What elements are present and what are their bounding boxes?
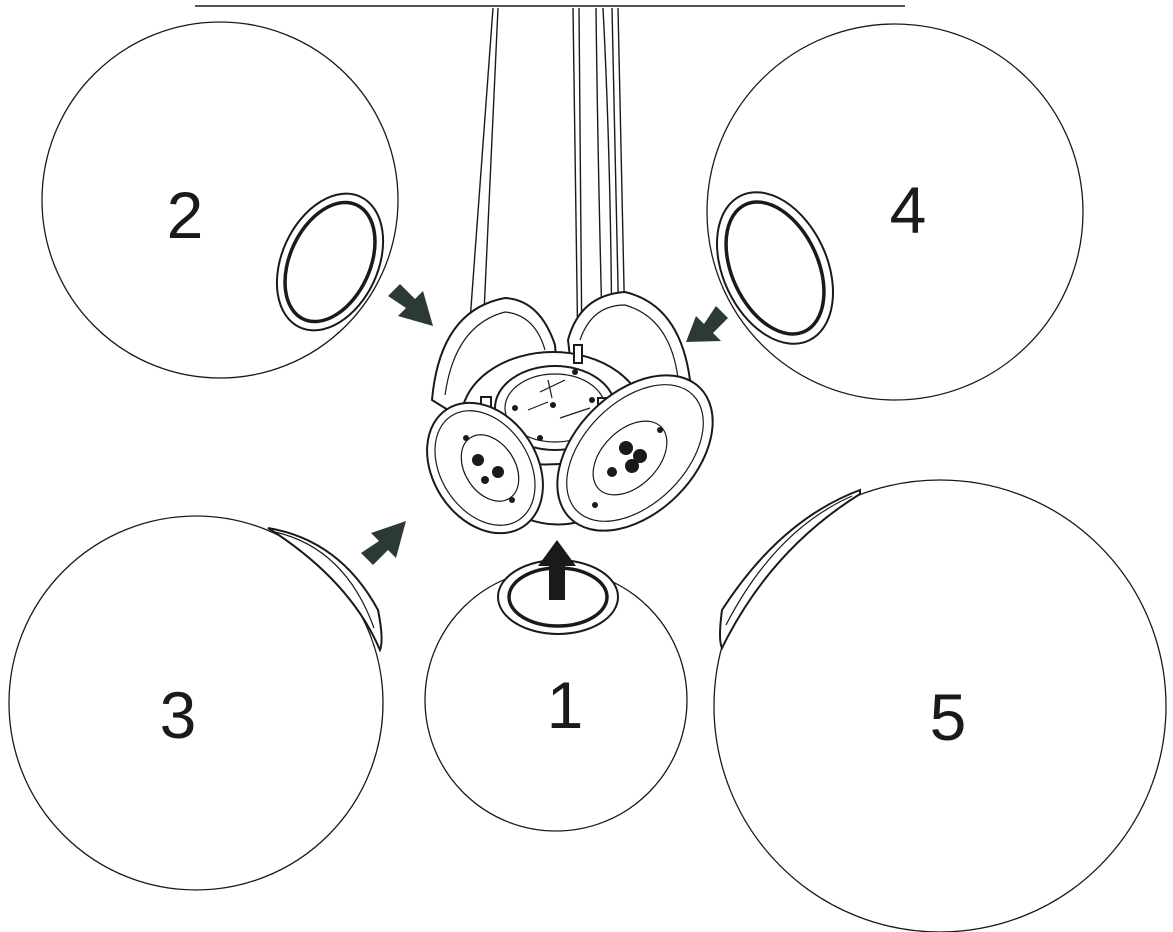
globe-5: 5 bbox=[713, 479, 1167, 932]
globe-4: 4 bbox=[706, 23, 1084, 401]
globe-3-label: 3 bbox=[160, 678, 197, 752]
arrow-globe-3 bbox=[361, 521, 406, 565]
globe-5-neck-ring bbox=[719, 488, 861, 651]
globe-4-label: 4 bbox=[890, 173, 927, 247]
globe-3-neck-ring bbox=[267, 527, 383, 653]
globe-2: 2 bbox=[41, 21, 399, 379]
arrow-globe-1 bbox=[538, 540, 576, 600]
globe-1: 1 bbox=[424, 559, 688, 832]
light-fixture-body bbox=[426, 290, 714, 535]
globe-5-label: 5 bbox=[930, 680, 967, 754]
globe-1-label: 1 bbox=[547, 668, 584, 742]
arrow-globe-2 bbox=[388, 284, 433, 326]
globe-3: 3 bbox=[8, 515, 384, 891]
globe-2-label: 2 bbox=[167, 178, 204, 252]
arrow-globe-4 bbox=[686, 306, 728, 342]
